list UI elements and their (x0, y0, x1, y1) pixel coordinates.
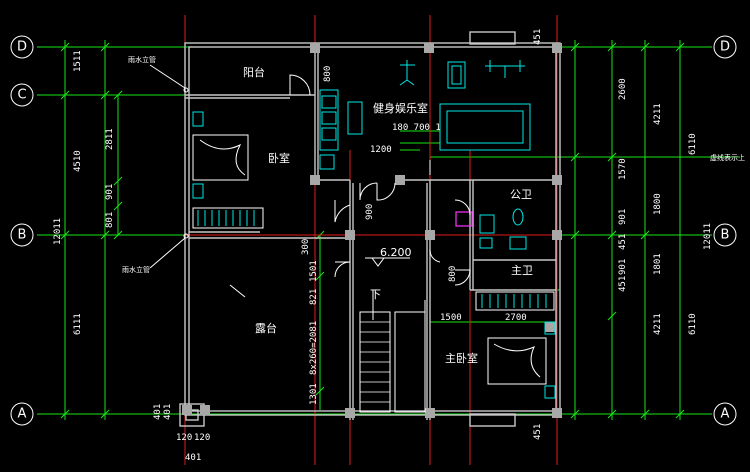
dim-left-6111: 6111 (73, 313, 83, 335)
room-master-wc: 主卫 (511, 264, 533, 277)
dim-bottom-401a: 401 (153, 404, 163, 420)
dim-right-4211-top: 4211 (653, 103, 663, 125)
columns (182, 43, 562, 418)
dim-right-small-451: 451 (618, 234, 628, 250)
note-rain-pipe-top: 雨水立管 (128, 55, 156, 64)
dim-left-4510: 4510 (73, 150, 83, 172)
dim-mid-800: 800 (323, 66, 333, 82)
axis-label-a-right: A (721, 407, 730, 422)
room-terrace: 露台 (255, 321, 277, 335)
dim-top-451: 451 (533, 29, 543, 45)
axis-label-d-left: D (17, 40, 27, 55)
dim-right-small-901b: 901 (618, 259, 628, 275)
staircase (359, 257, 426, 413)
dim-stair-300: 300 (301, 239, 311, 255)
axis-bubbles: D C B A D B A (10, 35, 737, 426)
axis-label-d-right: D (720, 40, 730, 55)
dim-right-small-1801: 1801 (653, 253, 663, 275)
dim-right-small-451b: 451 (618, 276, 628, 292)
axis-label-c-left: C (17, 88, 26, 103)
room-labels: 阳台 健身娱乐室 卧室 公卫 主卫 露台 主卧室 (243, 65, 533, 365)
dim-mid-1200: 1200 (370, 145, 392, 155)
walls (179, 31, 561, 427)
dim-right-6110-top: 6110 (688, 133, 698, 155)
furniture (192, 60, 556, 399)
dim-left-inner-801: 801 (105, 212, 115, 228)
room-bedroom: 卧室 (268, 151, 290, 165)
dim-right-4211-bottom: 4211 (653, 313, 663, 335)
dim-stair-steps: 8x260=2081 (309, 321, 319, 375)
notes: 雨水立管 雨水立管 虚线表示上 6.200 下 (122, 55, 745, 301)
dim-right-small-1570: 1570 (618, 158, 628, 180)
dim-fitness: 180 700 1 (392, 123, 441, 133)
dim-right-2600: 2600 (618, 78, 628, 100)
dim-left-total: 12011 (53, 218, 63, 245)
dim-mid-2700: 2700 (505, 313, 527, 323)
dim-bottom-120b: 120 (194, 433, 210, 443)
dim-stair-1501: 1501 (309, 260, 319, 282)
dim-bottom-401c: 401 (185, 453, 201, 463)
dim-mid-800b: 800 (448, 266, 458, 282)
dim-mid-1500: 1500 (440, 313, 462, 323)
dim-bottom-401b: 401 (163, 404, 173, 420)
dim-right-6110-bottom: 6110 (688, 313, 698, 335)
dim-bottom-451: 451 (533, 424, 543, 440)
dim-bottom-120a: 120 (176, 433, 192, 443)
axis-label-b-right: B (721, 228, 730, 243)
dim-left-1511: 1511 (73, 50, 83, 72)
room-balcony: 阳台 (243, 65, 265, 79)
dim-stair-1301: 1301 (309, 383, 319, 405)
dim-mid-900: 900 (365, 204, 375, 220)
axis-label-a-left: A (18, 407, 27, 422)
pipe-markers (183, 87, 189, 239)
dimension-lines (37, 40, 740, 420)
grid-lines (184, 15, 560, 465)
room-master-bedroom: 主卧室 (445, 351, 478, 365)
dim-right-small-901: 901 (618, 209, 628, 225)
dim-left-inner-2811: 2811 (105, 128, 115, 150)
dim-right-total: 12011 (703, 223, 713, 250)
dim-left-inner-901: 901 (105, 184, 115, 200)
dimension-text: 1511 4510 6111 12011 2811 901 801 2600 4… (53, 29, 713, 463)
room-fitness: 健身娱乐室 (373, 101, 428, 115)
room-public-wc: 公卫 (510, 188, 532, 201)
axis-label-b-left: B (18, 228, 27, 243)
note-rain-pipe-bottom: 雨水立管 (122, 265, 150, 274)
note-dashed-line: 虚线表示上 (710, 153, 745, 162)
stair-down-label: 下 (370, 288, 381, 301)
dim-stair-821: 821 (309, 289, 319, 305)
level-mark: 6.200 (380, 246, 412, 259)
dim-right-small-1800: 1800 (653, 193, 663, 215)
